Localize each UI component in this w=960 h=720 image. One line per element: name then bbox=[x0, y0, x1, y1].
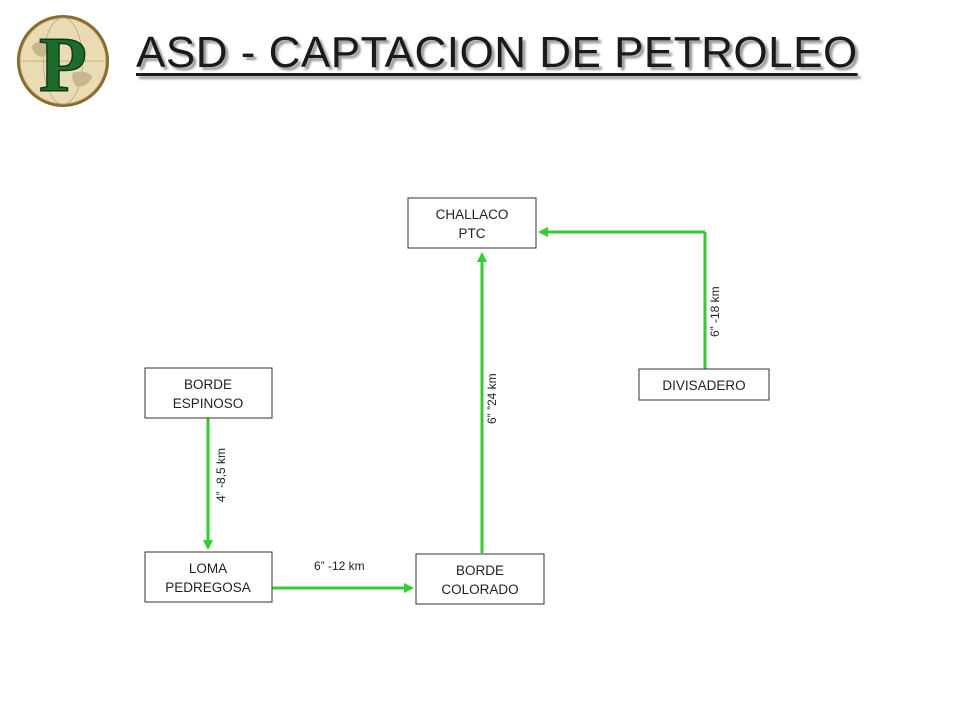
edge-label-colorado-challaco: 6” ”24 km bbox=[485, 373, 499, 424]
node-label-line1: DIVISADERO bbox=[662, 378, 745, 393]
edge-loma-to-colorado: 6” -12 km bbox=[272, 559, 414, 593]
edge-colorado-to-challaco: 6” ”24 km bbox=[477, 252, 499, 553]
page-title: ASD - CAPTACION DE PETROLEO bbox=[136, 28, 858, 77]
node-label-line1: BORDE bbox=[184, 377, 232, 392]
node-challaco-ptc: CHALLACO PTC bbox=[407, 197, 537, 249]
edge-divisadero-to-challaco: 6” -18 km bbox=[538, 227, 722, 369]
node-label-line2: COLORADO bbox=[441, 582, 518, 597]
edge-label-espinoso-loma: 4” -8,5 km bbox=[214, 448, 228, 502]
node-label-line1: CHALLACO bbox=[436, 207, 509, 222]
node-label-line2: ESPINOSO bbox=[173, 396, 244, 411]
node-label-line1: BORDE bbox=[456, 563, 504, 578]
node-label-line2: PTC bbox=[459, 226, 486, 241]
edge-label-loma-colorado: 6” -12 km bbox=[314, 559, 365, 573]
edge-label-divisadero-challaco: 6” -18 km bbox=[708, 286, 722, 337]
logo-letter: P bbox=[39, 20, 87, 107]
node-label-line1: LOMA bbox=[189, 561, 227, 576]
node-borde-espinoso: BORDE ESPINOSO bbox=[144, 367, 273, 419]
node-label-line2: PEDREGOSA bbox=[165, 580, 251, 595]
globe-p-logo: P bbox=[16, 14, 110, 108]
edge-espinoso-to-loma: 4” -8,5 km bbox=[203, 418, 228, 550]
node-borde-colorado: BORDE COLORADO bbox=[415, 553, 545, 605]
node-divisadero: DIVISADERO bbox=[638, 368, 770, 401]
node-loma-pedregosa: LOMA PEDREGOSA bbox=[144, 551, 273, 603]
